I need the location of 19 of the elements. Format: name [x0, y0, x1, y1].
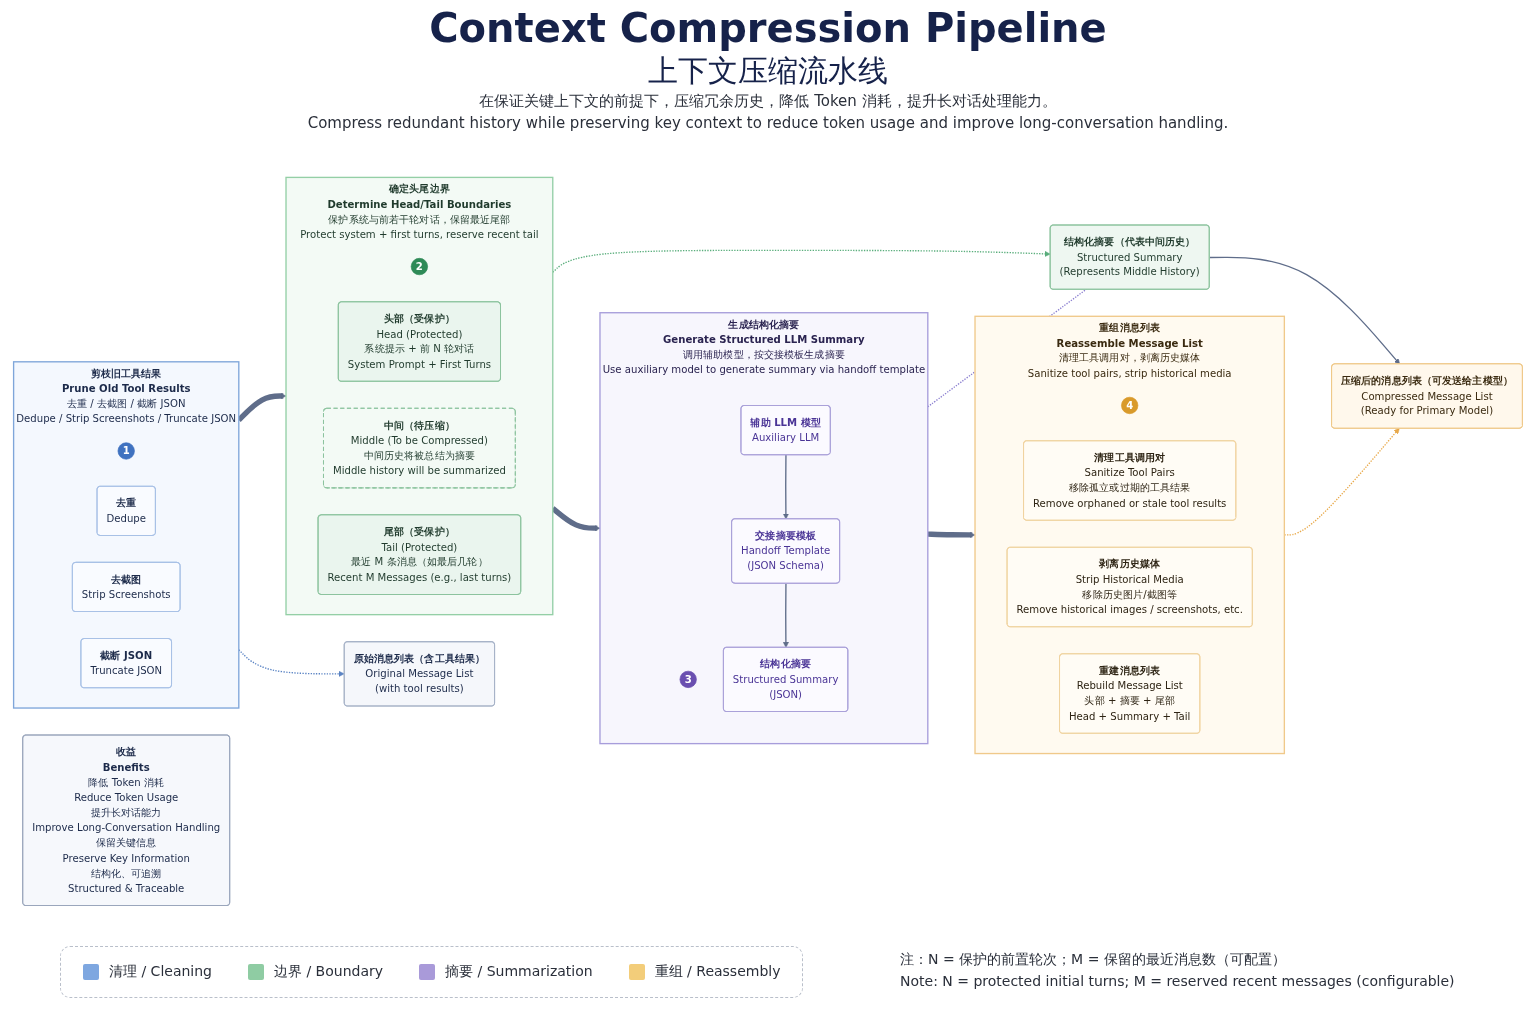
node-circle: 4 [1121, 396, 1139, 414]
description-text: 在保证关键上下文的前提下，压缩冗余历史，降低 Token 消耗，提升长对话处理能力。 [479, 91, 1057, 112]
legend-label: 摘要 / Summarization [445, 963, 593, 981]
legend-label: 边界 / Boundary [274, 963, 384, 981]
description-text: Compress redundant history while preserving key context to reduce token usage and improve long-conversation handling. [307, 113, 1229, 134]
subtitle: 上下文压缩流水线 [648, 52, 888, 90]
node-circle: 3 [679, 670, 697, 688]
arrow [782, 453, 789, 519]
arrow [238, 648, 345, 677]
node-circle: 2 [410, 257, 428, 275]
arrow [782, 582, 789, 648]
legend-label: 重组 / Reassembly [654, 963, 781, 981]
diagram-title: Context Compression Pipeline [429, 4, 1107, 52]
arrow [552, 249, 1051, 273]
legend-label: 清理 / Cleaning [109, 963, 212, 981]
note-text: 注：N = 保护的前置轮次；M = 保留的最近消息数（可配置） [900, 950, 1287, 969]
node-circle: 1 [117, 441, 135, 460]
arrow [927, 530, 976, 538]
note-text: Note: N = protected initial turns; M = reserved recent messages (configurable) [900, 972, 1455, 991]
